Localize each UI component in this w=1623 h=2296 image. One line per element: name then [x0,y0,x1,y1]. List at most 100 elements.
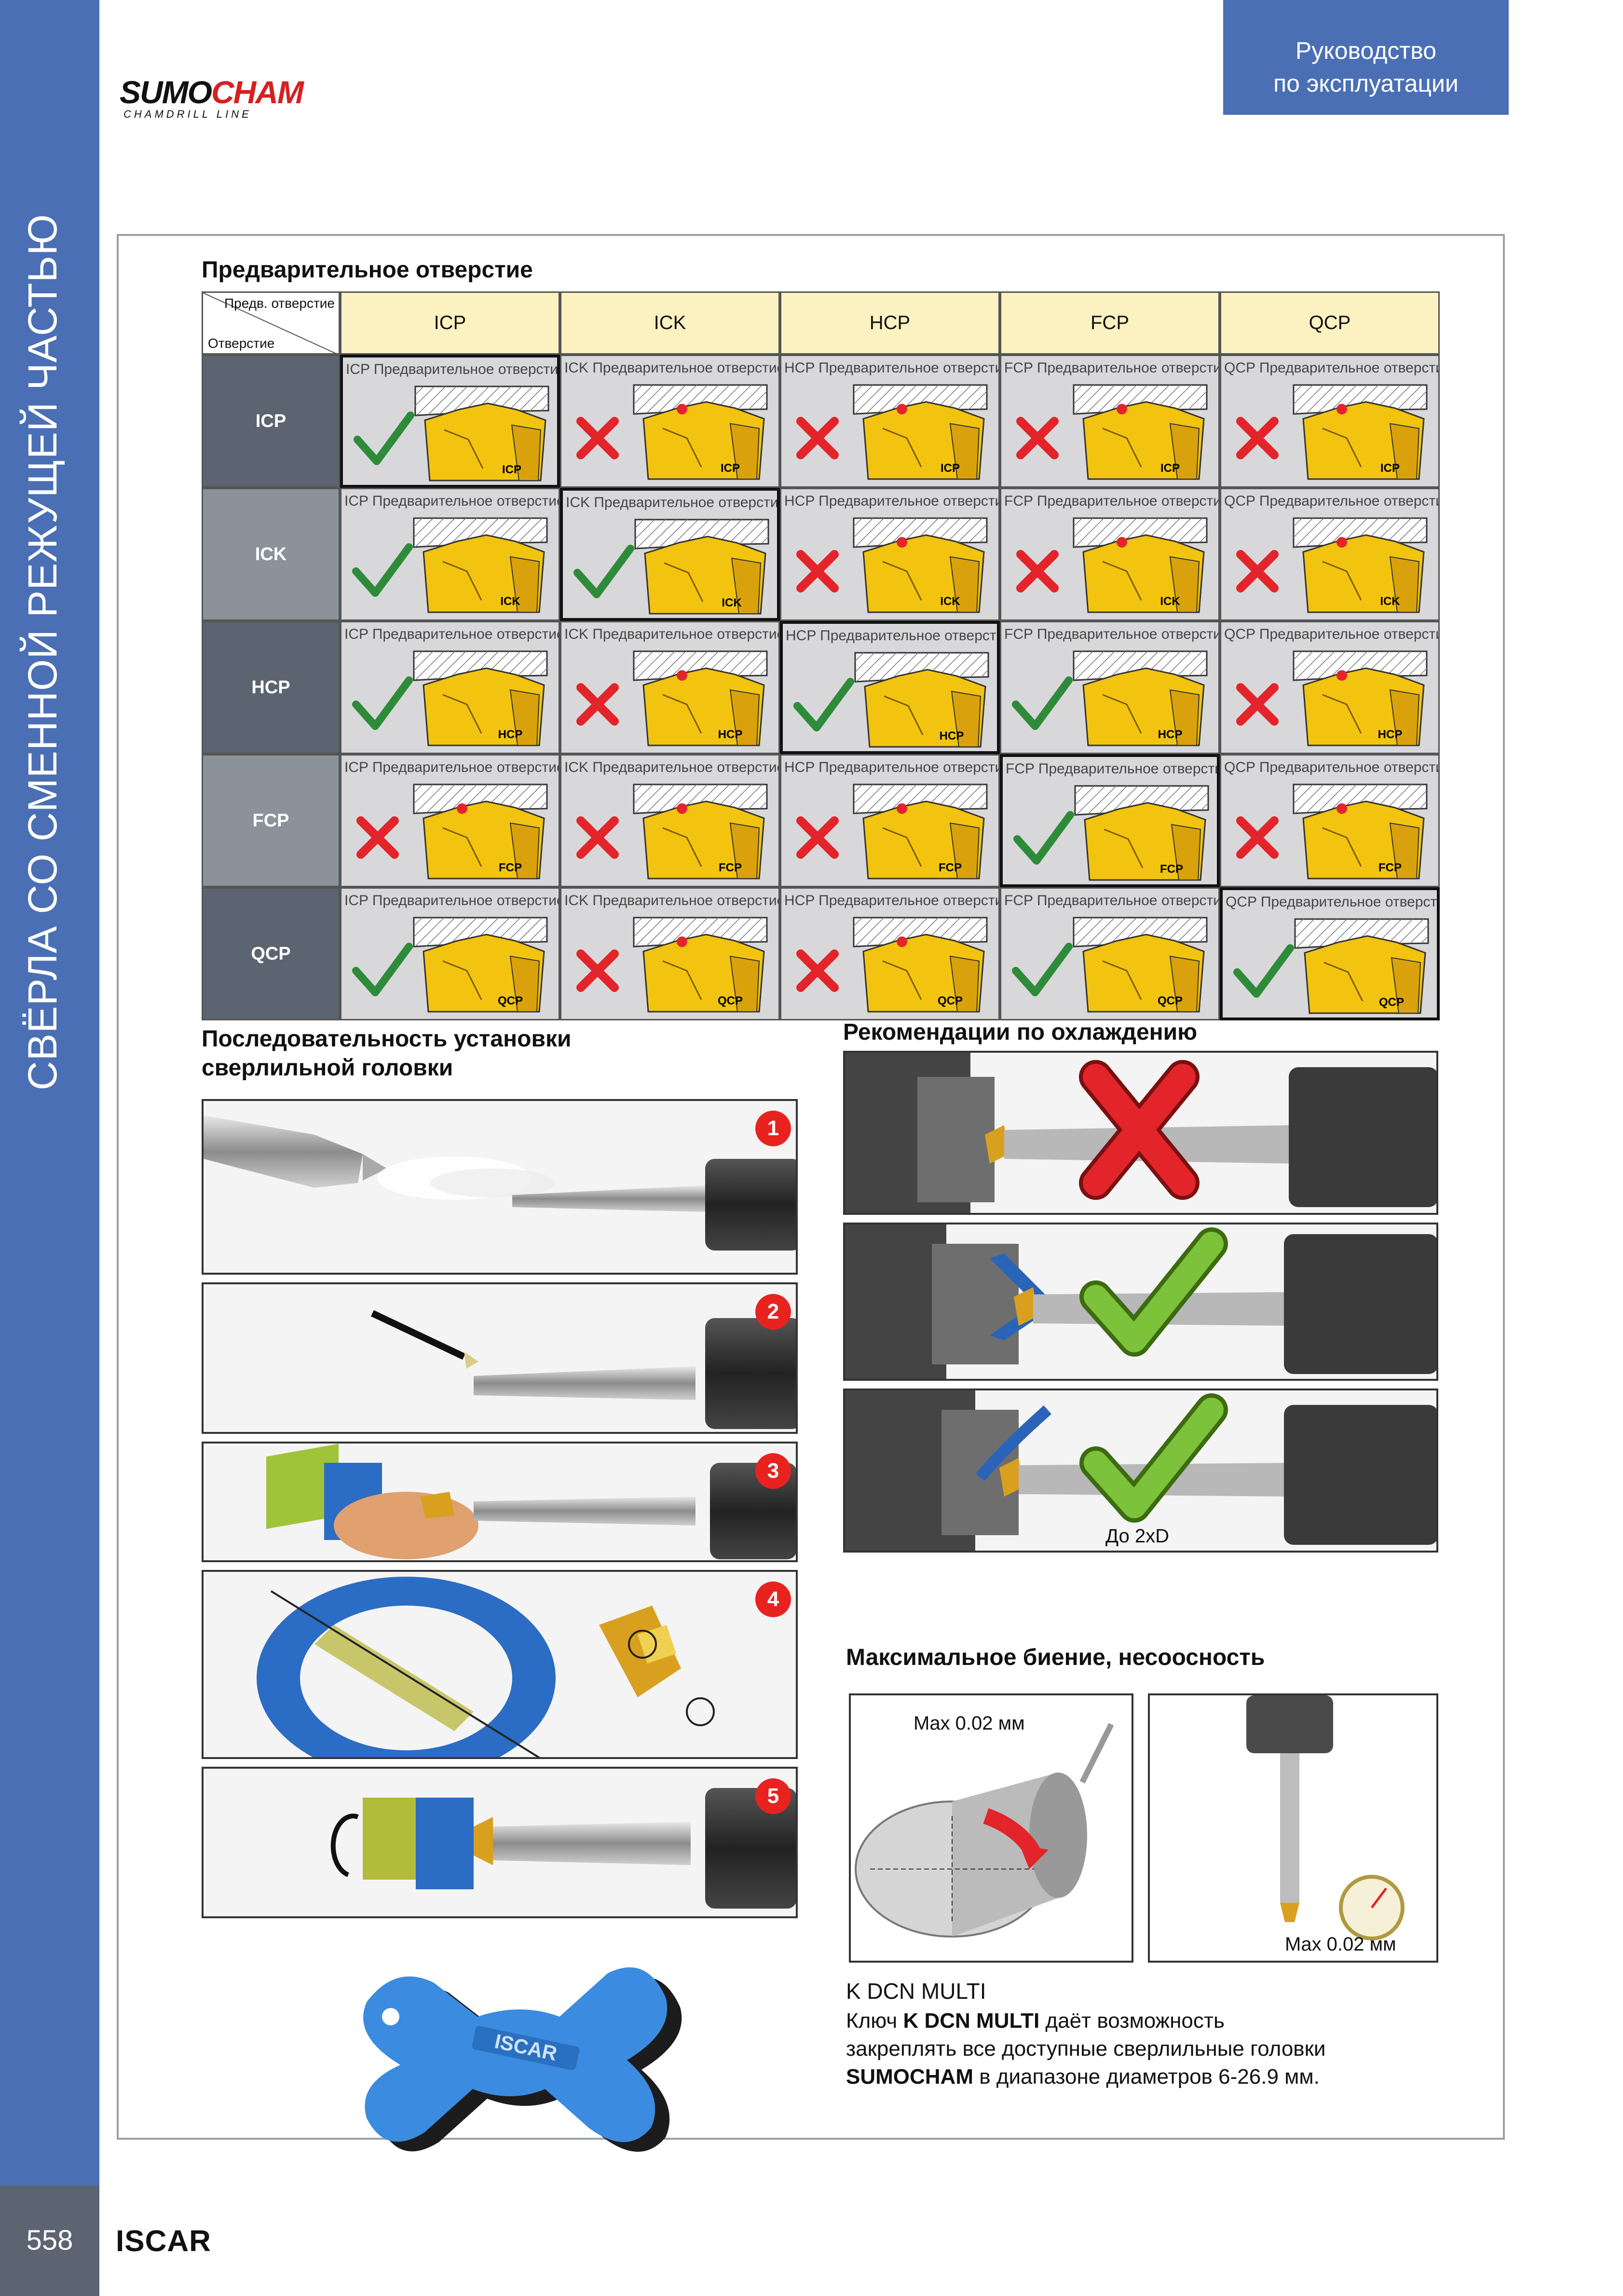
caption-text: Предварительное отверстие [372,893,560,908]
check-icon [793,678,854,731]
insert-drawing: HCP [1236,650,1428,746]
caption-text: Предварительное отверстие [373,361,560,377]
insert-drawing: ICK [1236,517,1428,613]
cooling-illustration-3 [845,1390,1436,1551]
insert-drawing: FCP [1013,785,1209,881]
cell-caption: QCP Предварительное отверстие [1224,493,1438,509]
insert-drawing: ICP [796,384,988,480]
row-header-qcp: QCP [202,887,340,1020]
runout-illustration-left [855,1723,1114,1938]
caption-text: Предварительное отверстие [1260,894,1440,910]
contact-point [897,803,907,814]
runout-panel-left: Max 0.02 мм [849,1693,1133,1963]
cooling-note: До 2xD [1105,1526,1170,1547]
insert-drawing: HCP [352,650,548,746]
check-icon [1013,811,1074,865]
check-icon [573,545,634,598]
step-badge-2: 2 [755,1294,791,1330]
column-header-ick: ICK [560,291,780,355]
caption-text: Предварительное отверстие [1037,893,1220,908]
insert-type-label: ICP [502,463,521,476]
key-line3-a: SUMOCHAM [846,2065,973,2089]
cell-caption: ICP Предварительное отверстие [346,361,560,378]
cell-caption: HCP Предварительное отверстие [784,493,998,509]
insert-drawing: QCP [796,917,988,1013]
install-title-line2: сверлильной головки [202,1055,453,1081]
insert-drawing: QCP [576,917,768,1013]
check-icon [1012,943,1073,996]
caption-type: FCP [1004,626,1033,642]
header-line1: Руководство [1295,37,1437,64]
cell-caption: FCP Предварительное отверстие [1004,626,1218,643]
insert-type-label: ICK [722,596,742,609]
cross-icon [576,683,619,726]
caption-type: ICP [344,493,368,509]
step-badge-1: 1 [755,1111,791,1146]
caption-text: Предварительное отверстие [1259,493,1440,509]
install-step-4-panel: 4 [202,1570,798,1759]
page-number-box [0,2186,99,2296]
cell-caption: ICK Предварительное отверстие [564,626,778,643]
insert-type-label: FCP [1378,861,1402,874]
insert-drawing: HCP [793,652,989,748]
install-step-5-panel: 5 [202,1767,798,1918]
insert-drawing: FCP [356,784,548,880]
insert-type-label: FCP [499,861,522,874]
insert-type-label: HCP [498,728,523,741]
cell-caption: ICP Предварительное отверстие [344,493,560,509]
check-icon [354,412,414,465]
step-badge-5: 5 [755,1778,791,1814]
insert-drawing: FCP [1236,784,1428,880]
caption-type: FCP [1004,493,1033,509]
insert-drawing: FCP [576,784,768,880]
cross-icon [576,816,619,859]
insert-type-label: FCP [939,861,962,874]
contact-point [1337,803,1347,814]
sidebar-title: СВЁРЛА СО СМЕННОЙ РЕЖУЩЕЙ ЧАСТЬЮ [20,214,65,1090]
caption-type: QCP [1224,626,1255,642]
install-step-2-panel: 2 [202,1282,798,1434]
insert-drawing: ICP [1016,384,1208,480]
caption-text: Предварительное отверстие [592,360,780,376]
insert-drawing: HCP [576,650,768,746]
caption-type: QCP [1224,493,1255,509]
logo-subtitle: CHAMDRILL LINE [123,108,252,120]
caption-text: Предварительное отверстие [372,493,560,509]
caption-type: ICK [564,626,589,642]
contact-point [1337,537,1347,548]
caption-type: ICK [564,360,589,376]
cross-icon [796,816,839,859]
insert-type-label: ICK [1160,595,1180,608]
key-tighten-illustration [330,1788,796,1909]
caption-text: Предварительное отверстие [1259,360,1440,376]
caption-text: Предварительное отверстие [1037,493,1220,509]
insert-type-label: HCP [1378,728,1403,741]
cross-mark [1079,1060,1200,1200]
runout-label-right: Max 0.02 мм [1285,1934,1396,1955]
insert-drawing: QCP [352,917,548,1013]
cell-caption: QCP Предварительное отверстие [1224,626,1438,643]
column-header-hcp: HCP [780,291,1000,355]
caption-type: HCP [784,759,815,775]
insert-type-label: QCP [498,994,523,1007]
cell-caption: HCP Предварительное отверстие [786,628,997,644]
insert-type-label: ICK [500,595,520,608]
caption-type: FCP [1006,761,1035,777]
contact-point [1337,670,1347,681]
contact-point [457,803,467,814]
cross-icon [576,949,619,992]
